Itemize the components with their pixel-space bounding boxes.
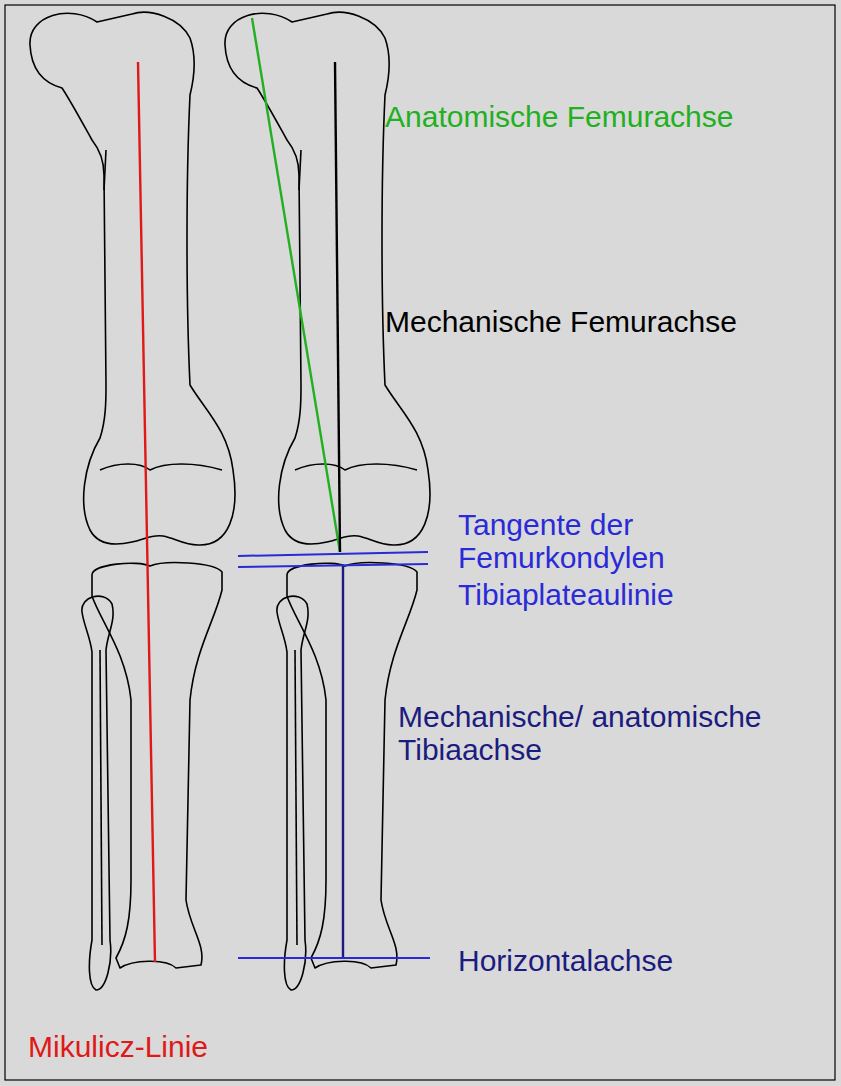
horizontal-axis xyxy=(238,957,430,959)
axis-label: Horizontalachse xyxy=(458,944,828,977)
axis-label: Tibiaplateaulinie xyxy=(458,578,828,611)
right-leg-bones xyxy=(225,12,430,990)
axis-label: Mechanische Femurachse xyxy=(385,305,835,338)
condyle-tangent xyxy=(238,552,428,556)
left-leg-bones xyxy=(30,12,235,990)
mikulicz-line xyxy=(138,62,155,962)
anatomical-femur-axis xyxy=(252,18,340,552)
tibia-axis xyxy=(342,566,344,958)
axis-label: Tangente der Femurkondylen xyxy=(458,508,718,574)
tibia-plateau-line xyxy=(238,564,428,567)
axis-label: Mikulicz-Linie xyxy=(28,1030,428,1063)
axis-label: Mechanische/ anatomische Tibiaachse xyxy=(398,700,818,766)
axis-label: Anatomische Femurachse xyxy=(385,100,835,133)
frame xyxy=(5,5,835,1080)
mechanical-femur-axis xyxy=(335,62,340,552)
